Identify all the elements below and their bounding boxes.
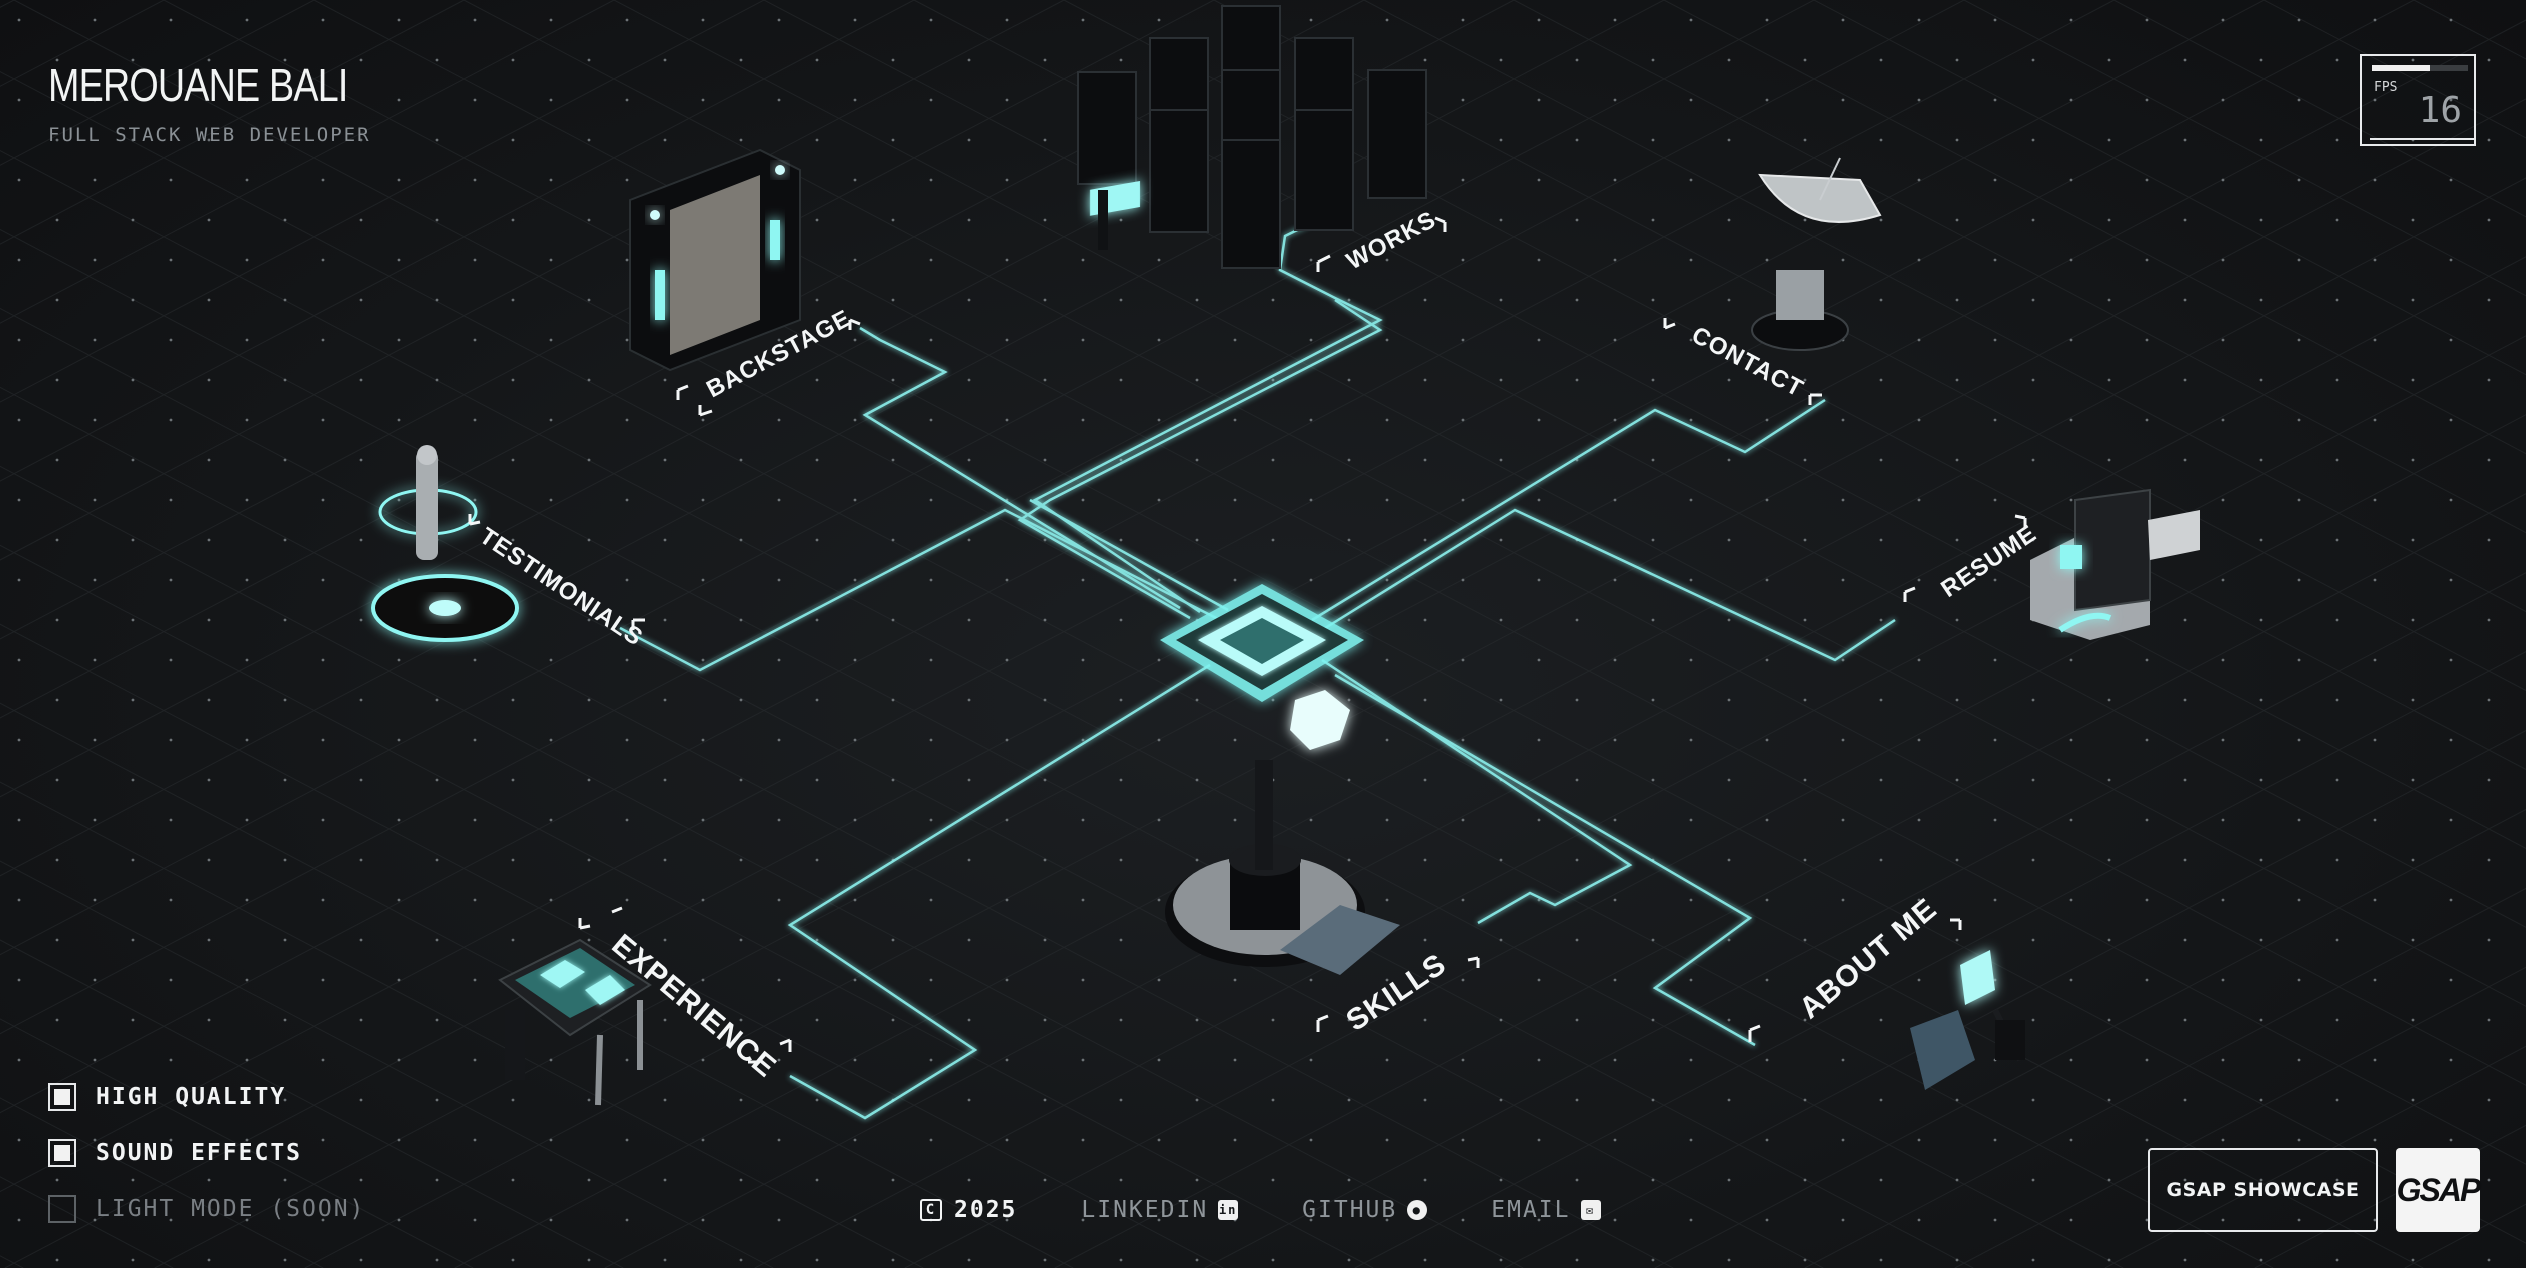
- resume-label-text: RESUME: [1936, 520, 2041, 603]
- sound-effects-checkbox[interactable]: [48, 1139, 76, 1167]
- about-me-desk: [1910, 950, 2025, 1090]
- fps-label: FPS: [2374, 80, 2398, 95]
- linkedin-link[interactable]: LINKEDIN in: [1081, 1197, 1239, 1223]
- light-mode-checkbox[interactable]: [48, 1195, 76, 1223]
- github-label: GITHUB: [1302, 1197, 1398, 1223]
- copyright: C 2025: [920, 1197, 1017, 1223]
- settings-toggles: HIGH QUALITY SOUND EFFECTS LIGHT MODE (S…: [48, 1080, 365, 1248]
- fps-value: 16: [2418, 90, 2462, 131]
- high-quality-toggle[interactable]: HIGH QUALITY: [48, 1080, 365, 1114]
- sound-effects-toggle[interactable]: SOUND EFFECTS: [48, 1136, 365, 1170]
- github-icon: ●: [1407, 1200, 1428, 1220]
- circuit-lines: [619, 212, 1896, 1120]
- resume-workstation: [2030, 488, 2200, 640]
- works-server-racks: [1077, 5, 1427, 269]
- skills-label-text: SKILLS: [1340, 947, 1452, 1037]
- fps-meter: FPS 16: [2360, 54, 2476, 146]
- about-label-text: ABOUT ME: [1793, 892, 1943, 1025]
- high-quality-label: HIGH QUALITY: [96, 1084, 287, 1110]
- email-label: EMAIL: [1491, 1197, 1571, 1223]
- copyright-icon: C: [920, 1199, 942, 1221]
- linkedin-icon: in: [1218, 1200, 1239, 1220]
- copyright-year: 2025: [954, 1197, 1018, 1223]
- gsap-logo[interactable]: GSAP: [2396, 1148, 2481, 1232]
- site-title[interactable]: MEROUANE BALI: [48, 59, 348, 111]
- contact-satellite-dish: [1751, 157, 1882, 351]
- brand: MEROUANE BALI FULL STACK WEB DEVELOPER: [48, 58, 413, 146]
- skills-robot-arm: [1165, 690, 1400, 975]
- node-label-about[interactable]: ABOUT ME: [1748, 892, 1962, 1042]
- sound-effects-label: SOUND EFFECTS: [96, 1140, 303, 1166]
- site-subtitle: FULL STACK WEB DEVELOPER: [48, 124, 371, 146]
- email-icon: ✉: [1580, 1200, 1601, 1220]
- email-link[interactable]: EMAIL ✉: [1491, 1197, 1601, 1223]
- high-quality-checkbox[interactable]: [48, 1083, 76, 1111]
- linkedin-label: LINKEDIN: [1081, 1197, 1209, 1223]
- node-label-resume[interactable]: RESUME: [1903, 514, 2041, 603]
- light-mode-toggle[interactable]: LIGHT MODE (SOON): [48, 1192, 365, 1226]
- fps-bar: [2372, 65, 2468, 71]
- footer: C 2025 LINKEDIN in GITHUB ● EMAIL ✉: [920, 1193, 1665, 1227]
- gsap-showcase-button[interactable]: GSAP SHOWCASE: [2148, 1148, 2378, 1232]
- backstage-door: [629, 148, 801, 372]
- github-link[interactable]: GITHUB ●: [1302, 1197, 1428, 1223]
- light-mode-label: LIGHT MODE (SOON): [96, 1196, 366, 1222]
- central-chip: [1160, 584, 1364, 702]
- experience-map-desk: [498, 938, 652, 1106]
- testimonials-hologram: [371, 445, 519, 642]
